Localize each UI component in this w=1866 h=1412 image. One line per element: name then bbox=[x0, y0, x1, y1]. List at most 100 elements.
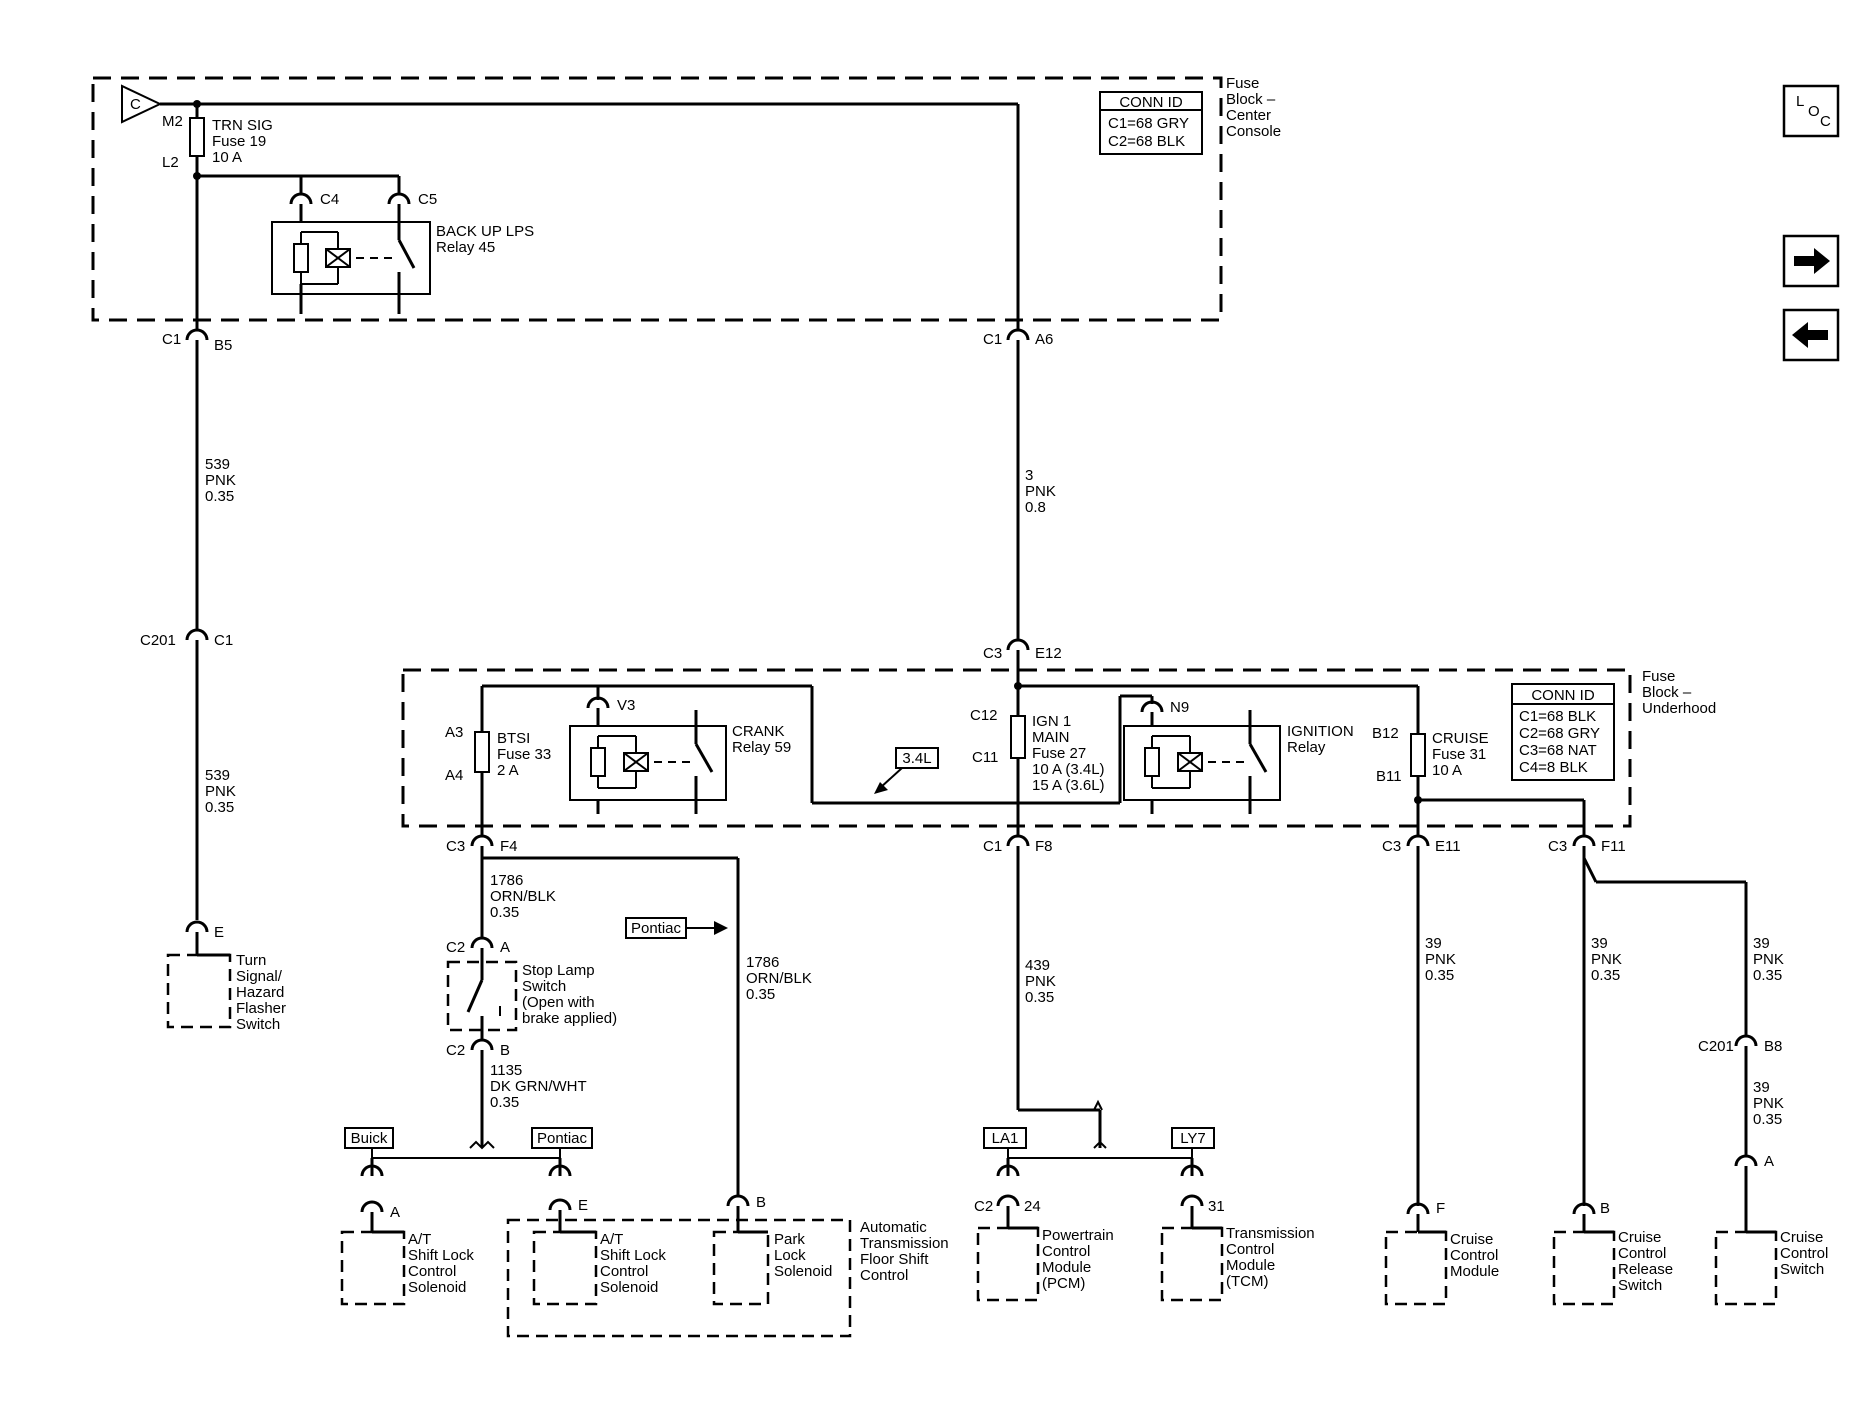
shift-lock-a-label: A/T Shift Lock Control Solenoid bbox=[408, 1231, 478, 1296]
fuse-block-center-title: Fuse Block – Center Console bbox=[1226, 75, 1281, 140]
svg-text:C3: C3 bbox=[1382, 838, 1401, 855]
fuse-trn-sig bbox=[189, 117, 205, 157]
svg-text:24: 24 bbox=[1024, 1198, 1041, 1215]
la1-tag: LA1 bbox=[983, 1127, 1027, 1149]
svg-text:3.4L: 3.4L bbox=[902, 750, 931, 767]
shift-lock-e-label: A/T Shift Lock Control Solenoid bbox=[600, 1231, 670, 1296]
svg-text:A3: A3 bbox=[445, 724, 463, 741]
svg-text:C1=68 GRY: C1=68 GRY bbox=[1108, 115, 1189, 132]
wire-39d-label: 39 PNK 0.35 bbox=[1753, 1079, 1788, 1128]
svg-text:C1: C1 bbox=[214, 632, 233, 649]
svg-text:E11: E11 bbox=[1435, 838, 1461, 855]
svg-text:E: E bbox=[214, 924, 224, 941]
svg-text:N9: N9 bbox=[1170, 699, 1189, 716]
fuse-cruise-label: CRUISE Fuse 31 10 A bbox=[1432, 730, 1493, 779]
svg-text:C: C bbox=[130, 96, 141, 113]
svg-text:F11: F11 bbox=[1601, 838, 1626, 855]
wire-39c-label: 39 PNK 0.35 bbox=[1753, 935, 1788, 984]
fuse-btsi-label: BTSI Fuse 33 2 A bbox=[497, 730, 555, 779]
relay-crank bbox=[569, 725, 727, 801]
svg-text:B12: B12 bbox=[1372, 725, 1399, 742]
wire-539-label: 539 PNK 0.35 bbox=[205, 456, 240, 505]
arrow-right-icon bbox=[1794, 248, 1830, 274]
svg-text:C1=68 BLK: C1=68 BLK bbox=[1519, 708, 1596, 725]
cruise-control-release-switch bbox=[1552, 1230, 1616, 1306]
svg-text:LA1: LA1 bbox=[992, 1130, 1019, 1147]
svg-text:E: E bbox=[578, 1197, 588, 1214]
fuse-ign1-main bbox=[1010, 715, 1026, 759]
cruise-control-module bbox=[1384, 1230, 1448, 1306]
transmission-control-module bbox=[1160, 1226, 1224, 1302]
svg-text:O: O bbox=[1808, 103, 1820, 120]
svg-text:A: A bbox=[390, 1204, 400, 1221]
wire-39b-label: 39 PNK 0.35 bbox=[1591, 935, 1626, 984]
loc-button[interactable]: L O C bbox=[1782, 84, 1840, 138]
fuse-block-center-console-outline bbox=[91, 76, 1223, 322]
stop-lamp-switch bbox=[446, 960, 518, 1032]
fuse-cruise bbox=[1410, 733, 1426, 777]
svg-text:C2=68 BLK: C2=68 BLK bbox=[1108, 133, 1185, 150]
wire-1786-label: 1786 ORN/BLK 0.35 bbox=[490, 872, 560, 921]
svg-text:C3: C3 bbox=[1548, 838, 1567, 855]
svg-text:CONN ID: CONN ID bbox=[1119, 94, 1183, 111]
svg-text:B8: B8 bbox=[1764, 1038, 1782, 1055]
pontiac-tag: Pontiac bbox=[531, 1127, 593, 1149]
cruise-control-switch bbox=[1714, 1230, 1778, 1306]
svg-text:E12: E12 bbox=[1035, 645, 1062, 662]
ccrs-label: Cruise Control Release Switch bbox=[1618, 1229, 1677, 1294]
svg-text:C1: C1 bbox=[162, 331, 181, 348]
fuse-block-underhood-title: Fuse Block – Underhood bbox=[1642, 668, 1716, 717]
ly7-tag: LY7 bbox=[1171, 1127, 1215, 1149]
svg-text:B: B bbox=[1600, 1200, 1610, 1217]
fuse-trn-sig-label: TRN SIG Fuse 19 10 A bbox=[212, 117, 277, 166]
relay-ignition bbox=[1123, 725, 1281, 801]
svg-text:C4: C4 bbox=[320, 191, 339, 208]
park-lock-label: Park Lock Solenoid bbox=[774, 1231, 832, 1280]
relay-backup-lps-label: BACK UP LPS Relay 45 bbox=[436, 223, 538, 256]
svg-text:Pontiac: Pontiac bbox=[537, 1130, 588, 1147]
svg-text:F8: F8 bbox=[1035, 838, 1053, 855]
conn-id-table-underhood: CONN ID C1=68 BLK C2=68 GRY C3=68 NAT C4… bbox=[1511, 683, 1615, 781]
svg-text:C5: C5 bbox=[418, 191, 437, 208]
relay-crank-label: CRANK Relay 59 bbox=[732, 723, 791, 756]
turn-signal-hazard-flasher-switch bbox=[166, 953, 232, 1029]
tcm-label: Transmission Control Module (TCM) bbox=[1226, 1225, 1319, 1290]
wire-1786b-label: 1786 ORN/BLK 0.35 bbox=[746, 954, 816, 1003]
svg-text:B: B bbox=[756, 1194, 766, 1211]
svg-text:C3: C3 bbox=[446, 838, 465, 855]
prev-page-button[interactable] bbox=[1782, 308, 1840, 362]
wire-439-label: 439 PNK 0.35 bbox=[1025, 957, 1060, 1006]
svg-text:C3=68 NAT: C3=68 NAT bbox=[1519, 742, 1597, 759]
wire-1135-label: 1135 DK GRN/WHT 0.35 bbox=[490, 1062, 591, 1111]
svg-text:C1: C1 bbox=[983, 838, 1002, 855]
svg-text:A4: A4 bbox=[445, 767, 463, 784]
svg-text:C12: C12 bbox=[970, 707, 998, 724]
svg-text:C1: C1 bbox=[983, 331, 1002, 348]
buick-tag: Buick bbox=[344, 1127, 394, 1149]
ccm-label: Cruise Control Module bbox=[1450, 1231, 1503, 1280]
svg-text:A6: A6 bbox=[1035, 331, 1053, 348]
stop-lamp-label: Stop Lamp Switch (Open with brake applie… bbox=[522, 962, 617, 1027]
automatic-transmission-floor-shift-control bbox=[506, 1218, 852, 1338]
wire-3-label: 3 PNK 0.8 bbox=[1025, 467, 1060, 516]
svg-text:C2: C2 bbox=[974, 1198, 993, 1215]
fuse-btsi bbox=[474, 731, 490, 773]
svg-text:LY7: LY7 bbox=[1180, 1130, 1206, 1147]
wire-39a-label: 39 PNK 0.35 bbox=[1425, 935, 1460, 984]
arrow-left-icon bbox=[1792, 322, 1828, 348]
svg-text:Buick: Buick bbox=[351, 1130, 388, 1147]
pcm-label: Powertrain Control Module (PCM) bbox=[1042, 1227, 1118, 1292]
pontiac-arrow-tag: Pontiac bbox=[625, 917, 728, 939]
variant-tag-3-4l: 3.4L bbox=[874, 747, 939, 794]
svg-text:C201: C201 bbox=[140, 632, 176, 649]
svg-text:B5: B5 bbox=[214, 337, 232, 354]
next-page-button[interactable] bbox=[1782, 234, 1840, 288]
svg-text:A: A bbox=[500, 939, 510, 956]
svg-text:C3: C3 bbox=[983, 645, 1002, 662]
svg-text:F4: F4 bbox=[500, 838, 518, 855]
at-shift-lock-solenoid-a bbox=[340, 1230, 406, 1306]
svg-text:L2: L2 bbox=[162, 154, 179, 171]
turn-signal-label: Turn Signal/ Hazard Flasher Switch bbox=[236, 952, 290, 1033]
svg-text:C2: C2 bbox=[446, 1042, 465, 1059]
svg-text:C4=8 BLK: C4=8 BLK bbox=[1519, 759, 1588, 776]
